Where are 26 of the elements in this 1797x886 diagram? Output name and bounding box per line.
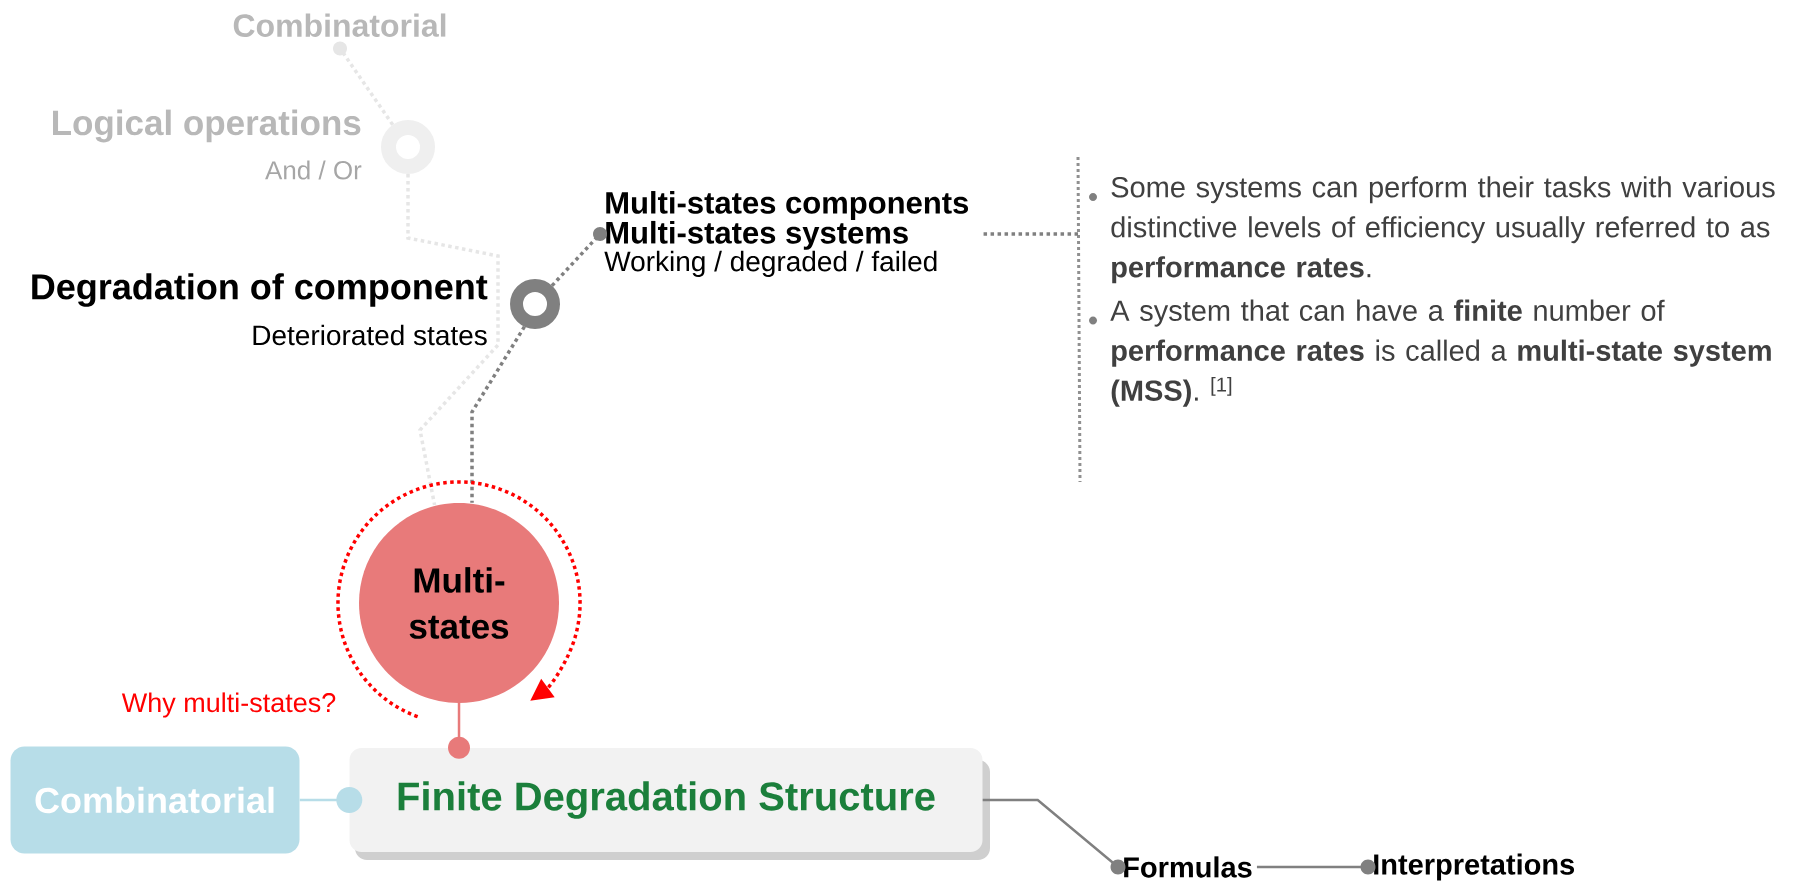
connector [448, 703, 470, 759]
topic-label: Interpretations [1374, 853, 1575, 881]
connector [982, 798, 1126, 875]
topic-label: Multi-states components [606, 191, 969, 220]
topic-label: Formulas [1124, 856, 1252, 878]
circle-node: Multi-states [359, 503, 559, 703]
topic-label: Degradation of component [32, 273, 488, 307]
connector [550, 227, 607, 287]
connector [470, 325, 526, 503]
connector [406, 174, 500, 506]
topic-label: Multi-states systems [606, 220, 908, 250]
connector [333, 41, 395, 126]
connector [336, 480, 582, 719]
bullet-point: A system that can have a finite number of performance rates is called a multi-state system (MSS). $^{[1]}$ [1089, 299, 1771, 407]
connector [983, 232, 1078, 236]
connector [299, 787, 363, 813]
subtopic-label: And / Or [265, 160, 362, 180]
process-box: Combinatorial [10, 746, 300, 854]
topic-label: Combinatorial [233, 13, 446, 37]
connector [1256, 859, 1376, 875]
topic-label: Logical operations [53, 109, 361, 143]
edge-label: Why multi-states? [119, 690, 339, 720]
subtopic-label: Deteriorated states [253, 324, 487, 346]
bullet-point: Some systems can perform their tasks with various distinctive levels of efficiency usually referred to as performance rates. [1089, 176, 1775, 284]
subtopic-label: Working / degraded / failed [604, 250, 937, 277]
process-box: Finite Degradation Structure [349, 748, 990, 860]
